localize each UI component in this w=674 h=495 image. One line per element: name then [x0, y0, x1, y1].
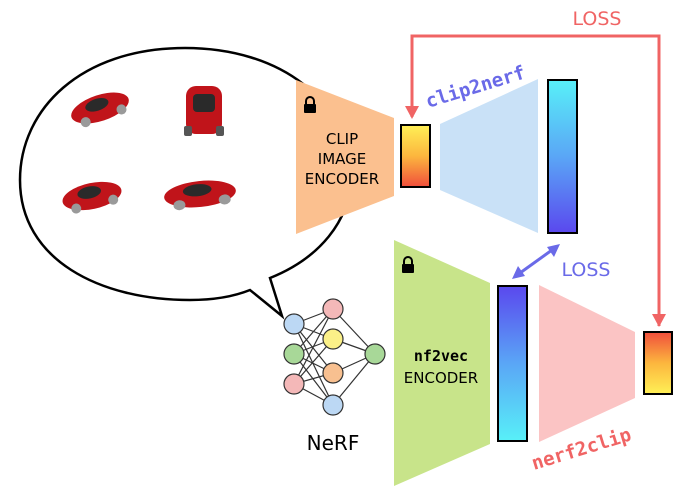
nerf2clip-output-embedding	[643, 331, 673, 395]
clip-encoder-label-line3: ENCODER	[305, 170, 379, 188]
nf2vec-encoder: nf2vec ENCODER	[394, 240, 490, 486]
lock-icon	[304, 96, 316, 113]
nerf-label: NeRF	[307, 431, 360, 455]
loss-label-mid: LOSS	[562, 259, 611, 281]
clip-image-encoder: CLIP IMAGE ENCODER	[296, 80, 394, 234]
nerf2clip-decoder	[539, 285, 635, 442]
nf2vec-label-line2: ENCODER	[404, 369, 478, 387]
car-render-top-right	[184, 86, 224, 136]
nerf-network	[283, 298, 386, 416]
clip2nerf-decoder	[440, 79, 538, 233]
clip-embedding-bar	[400, 124, 431, 188]
lock-icon	[402, 256, 414, 273]
nf2vec-label-line1: nf2vec	[414, 347, 468, 365]
loss-arrow-blue	[512, 244, 560, 279]
clip-encoder-label-line1: CLIP	[326, 130, 358, 148]
loss-arrow-red	[405, 34, 666, 327]
nf2vec-embedding-bar	[497, 285, 528, 442]
clip2nerf-output-embedding	[547, 79, 578, 234]
loss-label-top: LOSS	[573, 8, 622, 30]
clip-encoder-label-line2: IMAGE	[318, 150, 366, 168]
